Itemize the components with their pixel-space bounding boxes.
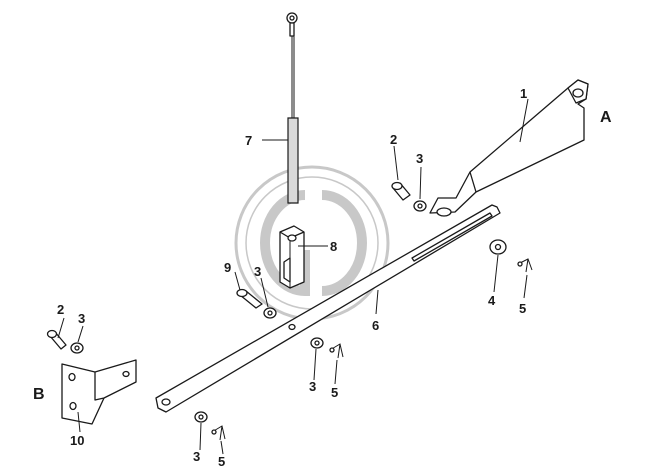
- callout-5-bottom: 5: [218, 454, 225, 469]
- callout-1: 1: [520, 86, 527, 101]
- leader-lines: [57, 98, 529, 455]
- callout-3-upper: 3: [416, 151, 423, 166]
- part-3-washer-mid-right: [310, 337, 324, 349]
- callout-5-right: 5: [519, 301, 526, 316]
- callout-2-upper: 2: [390, 132, 397, 147]
- callout-5-mid: 5: [331, 385, 338, 400]
- watermark-logo: [234, 165, 390, 321]
- part-5-cotter-pin-mid: [329, 343, 344, 359]
- part-6-slotted-bar: [155, 204, 501, 413]
- view-label-b: B: [33, 386, 45, 403]
- part-5-cotter-pin-bottom: [211, 425, 226, 441]
- part-4-large-washer: [489, 239, 507, 255]
- part-10-angle-bracket: [61, 359, 137, 425]
- part-1-bracket-arm: [429, 79, 589, 217]
- part-2-pin-lower: [46, 329, 67, 350]
- part-3-washer-bottom: [194, 411, 208, 423]
- part-2-pin-upper: [391, 181, 411, 201]
- part-3-washer-mid-left: [263, 307, 277, 319]
- callout-7: 7: [245, 133, 252, 148]
- part-7-rod: [286, 12, 299, 204]
- callout-4: 4: [488, 293, 496, 308]
- part-3-washer-upper: [413, 200, 427, 212]
- part-8-clevis: [279, 225, 305, 289]
- callout-labels: 1 2 3 7 8 9 3 6 4 5 3 5 2 3 10 3 5 A B: [33, 86, 612, 469]
- callout-3-mid-right: 3: [309, 379, 316, 394]
- callout-3-mid-left: 3: [254, 264, 261, 279]
- callout-9: 9: [224, 260, 231, 275]
- callout-3-left: 3: [78, 311, 85, 326]
- callout-6: 6: [372, 318, 379, 333]
- part-5-cotter-pin-right: [517, 258, 533, 273]
- callout-8: 8: [330, 239, 337, 254]
- part-9-pin: [236, 288, 263, 309]
- callout-10: 10: [70, 433, 84, 448]
- view-label-a: A: [600, 109, 612, 126]
- callout-3-bottom: 3: [193, 449, 200, 464]
- part-3-washer-left: [70, 342, 84, 354]
- callout-2-lower: 2: [57, 302, 64, 317]
